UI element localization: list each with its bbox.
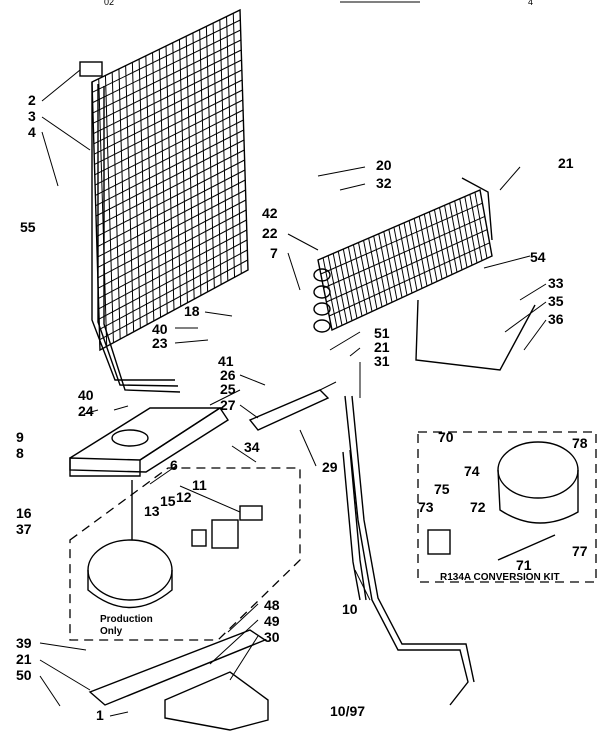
- label-part-3: 3: [28, 108, 36, 124]
- date-code: 10/97: [330, 703, 365, 719]
- label-part-6: 6: [170, 457, 178, 473]
- coil-top-clip: [79, 61, 103, 77]
- label-part-75: 75: [434, 481, 450, 497]
- label-part-74: 74: [464, 463, 480, 479]
- label-part-9: 9: [16, 429, 24, 445]
- label-part-12: 12: [176, 489, 192, 505]
- drain-pan: [69, 407, 229, 477]
- mounting-plate: [88, 629, 269, 731]
- conversion-kit-outline: [417, 431, 597, 583]
- label-part-35: 35: [548, 293, 564, 309]
- production-note-line2: Only: [100, 626, 123, 637]
- evaporator-coil: [313, 177, 493, 333]
- label-part-15: 15: [160, 493, 176, 509]
- label-part-48: 48: [264, 597, 280, 613]
- kit-caption: R134A CONVERSION KIT: [440, 572, 560, 583]
- compressor-bay-outline: [69, 467, 301, 641]
- label-part-25: 25: [220, 381, 236, 397]
- label-part-37: 37: [16, 521, 32, 537]
- label-part-73: 73: [418, 499, 434, 515]
- label-part-27: 27: [220, 397, 236, 413]
- label-part-20: 20: [376, 157, 392, 173]
- label-part-11: 11: [192, 477, 207, 493]
- label-part-70: 70: [438, 429, 454, 445]
- label-part-21-low: 21: [16, 651, 32, 667]
- label-part-26: 26: [220, 367, 236, 383]
- label-part-21-top: 21: [558, 155, 574, 171]
- label-part-1: 1: [96, 707, 104, 723]
- label-part-31: 31: [374, 353, 390, 369]
- label-part-16: 16: [16, 505, 32, 521]
- condenser-coil: [79, 8, 249, 393]
- terminal-cover: [239, 505, 263, 521]
- label-part-50: 50: [16, 667, 32, 683]
- drier-tube: [248, 381, 337, 431]
- label-part-21-mid: 21: [374, 339, 390, 355]
- label-part-18: 18: [184, 303, 200, 319]
- label-part-41: 41: [218, 353, 234, 369]
- label-part-7: 7: [270, 245, 278, 261]
- refrigerant-line: [415, 299, 536, 371]
- label-part-55: 55: [20, 219, 36, 235]
- suction-tube: [342, 395, 475, 706]
- header-fragment-mid: 4: [528, 0, 533, 7]
- label-part-77: 77: [572, 543, 588, 559]
- label-part-4: 4: [28, 124, 36, 140]
- label-part-10: 10: [342, 601, 358, 617]
- label-part-51: 51: [374, 325, 390, 341]
- label-part-36: 36: [548, 311, 564, 327]
- label-part-42: 42: [262, 205, 278, 221]
- label-part-33: 33: [548, 275, 564, 291]
- conversion-kit: R134A CONVERSION KIT: [417, 431, 597, 583]
- label-part-32: 32: [376, 175, 392, 191]
- label-part-40-upper: 40: [152, 321, 168, 337]
- label-part-30: 30: [264, 629, 280, 645]
- header-fragment-left: 02: [104, 0, 114, 7]
- label-part-49: 49: [264, 613, 280, 629]
- label-part-54: 54: [530, 249, 546, 265]
- label-part-71: 71: [516, 557, 532, 573]
- label-part-24: 24: [78, 403, 94, 419]
- leader-lines: [39, 69, 547, 717]
- compressor: [87, 480, 173, 609]
- overload-protector: [191, 529, 207, 547]
- label-part-8: 8: [16, 445, 24, 461]
- label-part-34: 34: [244, 439, 260, 455]
- label-part-23: 23: [152, 335, 168, 351]
- label-part-2: 2: [28, 92, 36, 108]
- label-part-29: 29: [322, 459, 338, 475]
- label-part-40-lower: 40: [78, 387, 94, 403]
- production-note-line1: Production: [100, 614, 153, 625]
- label-part-13: 13: [144, 503, 160, 519]
- relay-box: [211, 519, 239, 549]
- label-part-22: 22: [262, 225, 278, 241]
- label-part-39: 39: [16, 635, 32, 651]
- label-part-72: 72: [470, 499, 486, 515]
- label-part-78: 78: [572, 435, 588, 451]
